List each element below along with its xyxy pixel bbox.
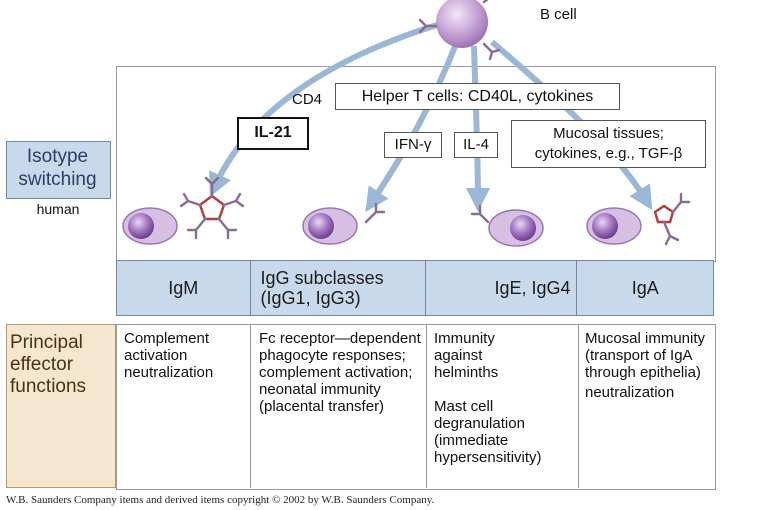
function-ige-1: Immunity against helminths: [434, 330, 499, 381]
column-divider: [250, 324, 251, 488]
helper-t-cells-label: Helper T cells: CD40L, cytokines: [335, 83, 620, 110]
il-4-label: IL-4: [454, 132, 498, 158]
cd4-label: CD4: [292, 91, 323, 108]
functions-iga: Mucosal immunity (transport of IgA throu…: [585, 330, 711, 401]
arrow-to-igm: [209, 21, 441, 197]
il-21-label: IL-21: [237, 117, 309, 150]
function-igm-2: neutralization: [124, 364, 214, 381]
functions-panel: [116, 324, 716, 490]
function-igg-1: Fc receptor—dependent phagocyte response…: [259, 330, 421, 415]
plasma-cell-igm: [122, 207, 178, 245]
pef-line-1: Principal: [10, 332, 83, 353]
functions-ige: Immunity against helminths Mast cell deg…: [434, 330, 574, 466]
isotype-switching-label: Isotype switching: [6, 145, 109, 191]
isotype-ige: IgE, IgG4: [426, 261, 578, 315]
column-divider: [426, 324, 427, 488]
isotype-switching-line-1: Isotype: [26, 146, 89, 167]
function-igm-1: Complement activation: [124, 330, 210, 364]
pef-line-2: effector: [10, 354, 74, 375]
function-iga-1: Mucosal immunity (transport of IgA throu…: [585, 330, 706, 381]
ifn-gamma-label: IFN-γ: [384, 132, 442, 158]
plasma-cell-iga: [586, 207, 642, 245]
arrow-to-ige: [465, 45, 490, 212]
igg-antibody-icon: [364, 202, 386, 224]
human-label: human: [36, 201, 80, 217]
isotype-switching-line-2: switching: [18, 169, 97, 190]
plasma-cell-ige: [488, 209, 544, 247]
principal-effector-label: Principal effector functions: [10, 332, 114, 398]
principal-effector-box: [6, 324, 116, 488]
functions-igg: Fc receptor—dependent phagocyte response…: [259, 330, 423, 415]
isotype-igg: IgG subclasses (IgG1, IgG3): [251, 261, 426, 315]
mucosal-label-line-2: cytokines, e.g., TGF-β: [534, 145, 683, 162]
copyright-notice: W.B. Saunders Company items and derived …: [6, 494, 435, 506]
b-cell-label: B cell: [540, 6, 577, 23]
column-divider: [578, 324, 579, 488]
isotype-igm: IgM: [117, 261, 251, 315]
function-iga-2: neutralization: [585, 384, 675, 401]
functions-igm: Complement activation neutralization: [124, 330, 246, 381]
diagram-art: [122, 0, 691, 247]
isotype-iga: IgA: [631, 277, 659, 298]
pef-line-3: functions: [10, 376, 87, 397]
plasma-cell-igg: [302, 207, 358, 245]
arrow-to-igg: [365, 42, 459, 212]
mucosal-label: Mucosal tissues; cytokines, e.g., TGF-β: [511, 120, 706, 168]
ige-antibody-icon: [470, 204, 490, 224]
igm-pentamer-icon: [179, 176, 245, 240]
isotype-row: IgM IgG subclasses (IgG1, IgG3) IgE, IgG…: [116, 260, 714, 316]
mucosal-label-line-1: Mucosal tissues;: [553, 125, 664, 142]
function-ige-2: Mast cell degranulation (immediate hyper…: [434, 398, 542, 466]
b-cell: [418, 0, 501, 61]
isotype-switching-box: [6, 141, 111, 199]
iga-dimer-icon: [653, 192, 691, 246]
